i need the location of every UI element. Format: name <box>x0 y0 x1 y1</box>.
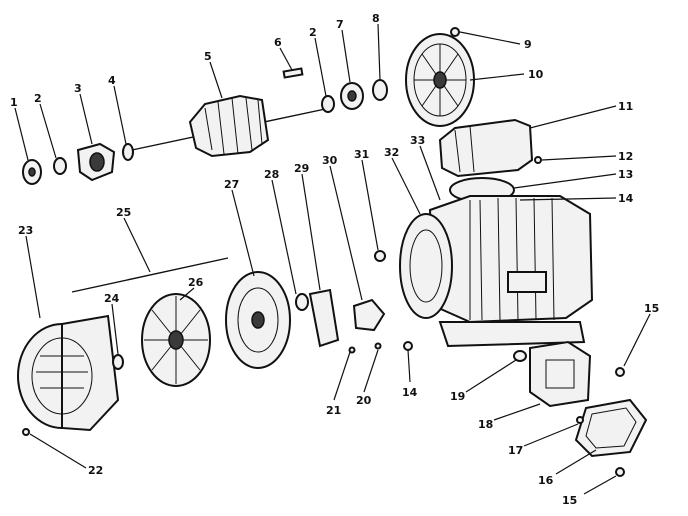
label-24: 24 <box>104 292 120 305</box>
part-19-grommet <box>513 350 527 362</box>
label-4: 4 <box>108 74 116 87</box>
part-26-fan <box>141 293 211 387</box>
label-28: 28 <box>264 168 279 181</box>
label-23: 23 <box>18 224 33 237</box>
label-18: 18 <box>478 418 493 431</box>
part-28-bearing-washer <box>295 293 309 311</box>
label-9: 9 <box>524 38 532 51</box>
part-9-screw <box>450 27 460 37</box>
part-29-switch <box>308 288 340 348</box>
part-15-screw-bottom <box>615 467 625 477</box>
part-4-washer <box>122 143 134 161</box>
label-15-bottom: 15 <box>562 494 577 507</box>
part-24-washer <box>112 354 124 370</box>
label-12: 12 <box>618 150 633 163</box>
label-20: 20 <box>356 394 372 407</box>
label-5: 5 <box>204 50 212 63</box>
label-22: 22 <box>88 464 103 477</box>
part-6-key <box>282 67 304 79</box>
label-30: 30 <box>322 154 338 167</box>
part-11-capacitor-cover <box>438 118 534 178</box>
label-21: 21 <box>326 404 341 417</box>
label-19: 19 <box>450 390 465 403</box>
label-3: 3 <box>74 82 82 95</box>
label-1: 1 <box>10 96 18 109</box>
part-1-washer <box>22 159 42 185</box>
label-17: 17 <box>508 444 523 457</box>
part-5-rotor <box>131 94 331 158</box>
label-33: 33 <box>410 134 425 147</box>
label-10: 10 <box>528 68 544 81</box>
label-26: 26 <box>188 276 204 289</box>
part-25-bolt <box>71 257 229 293</box>
label-29: 29 <box>294 162 309 175</box>
label-27: 27 <box>224 178 239 191</box>
label-14-second: 14 <box>402 386 418 399</box>
leader-lines <box>14 23 651 495</box>
part-31-grommet <box>374 250 386 262</box>
part-21-screw <box>348 346 356 354</box>
part-15-screw-top <box>615 367 625 377</box>
part-23-fan-shroud <box>17 314 120 432</box>
label-16: 16 <box>538 474 554 487</box>
part-3-bearing <box>76 142 116 182</box>
label-2-second: 2 <box>309 26 317 39</box>
part-16-gasket <box>574 398 648 458</box>
label-32: 32 <box>384 146 399 159</box>
part-12-screw <box>534 156 542 164</box>
part-8-clip <box>372 79 388 101</box>
label-8: 8 <box>372 12 380 25</box>
label-11: 11 <box>618 100 633 113</box>
part-7-bearing <box>340 82 364 110</box>
part-10-end-bell <box>405 33 475 127</box>
label-6: 6 <box>274 36 282 49</box>
part-2-spacer <box>53 157 67 175</box>
label-2: 2 <box>34 92 42 105</box>
part-20-screw <box>374 342 382 350</box>
part-32-motor-housing <box>399 195 594 348</box>
label-14: 14 <box>618 192 634 205</box>
part-18-conduit-box <box>529 340 592 408</box>
label-13: 13 <box>618 168 633 181</box>
label-31: 31 <box>354 148 369 161</box>
label-7: 7 <box>336 18 344 31</box>
callout-labels: 1 2 3 4 5 6 2 7 8 9 10 11 12 13 14 15 23… <box>10 12 659 507</box>
part-14-lead-clip <box>403 341 413 351</box>
part-2-second-spacer <box>321 95 335 113</box>
label-15-top: 15 <box>644 302 659 315</box>
part-22-screw <box>22 428 30 436</box>
part-27-end-bell-front <box>225 271 291 369</box>
part-17-screw <box>576 416 584 424</box>
part-30-centrifugal-switch <box>352 298 386 332</box>
label-25: 25 <box>116 206 131 219</box>
